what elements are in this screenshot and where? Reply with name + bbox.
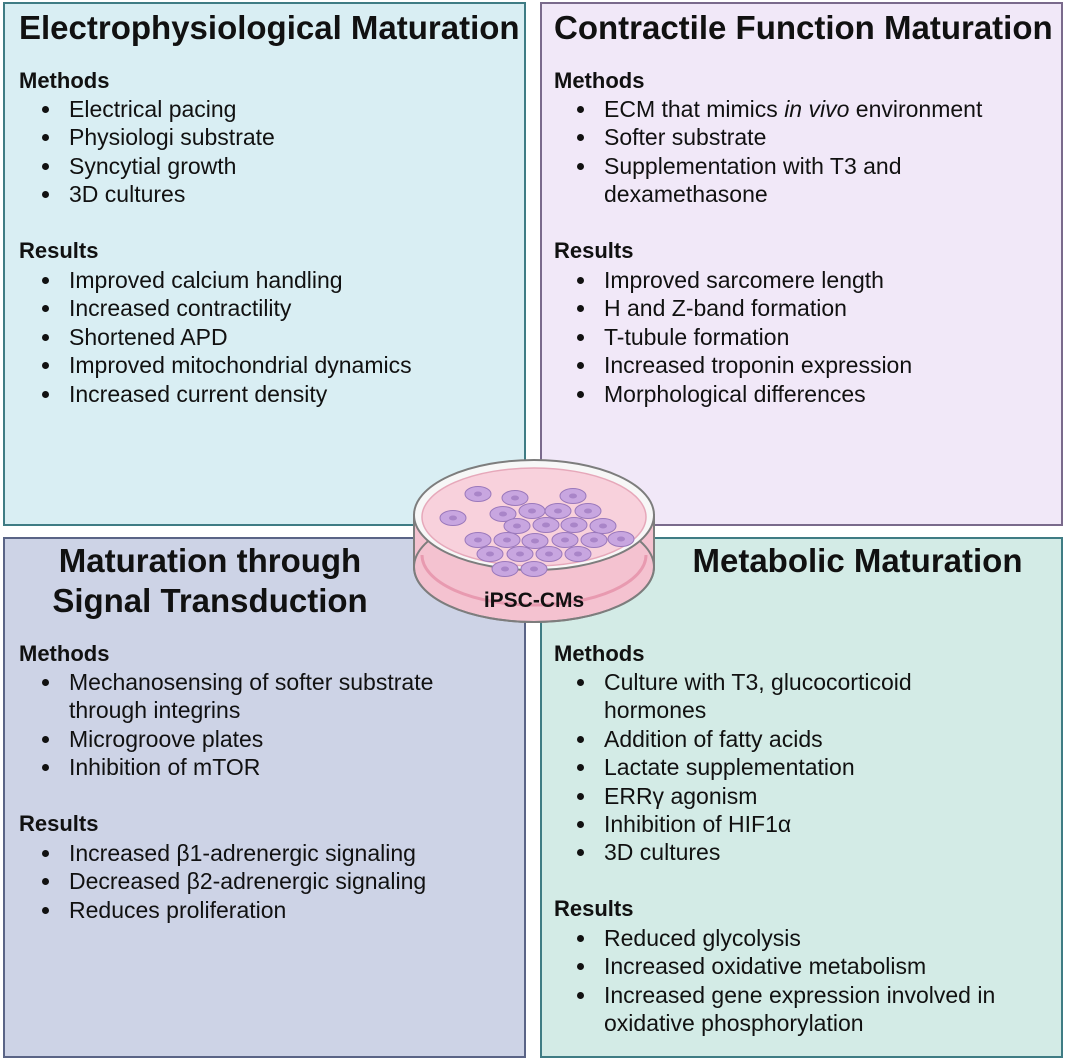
list-item: Improved sarcomere length [554,266,1054,294]
cell-cluster [439,486,635,577]
list-item: Electrical pacing [19,95,519,123]
cell-nucleus [542,522,550,528]
list-item: Lactate supplementation [554,753,984,781]
results-list: Improved calcium handling Increased cont… [19,266,519,408]
cell-nucleus [530,566,538,572]
list-item: Addition of fatty acids [554,725,984,753]
list-item: Decreased β2-adrenergic signaling [19,867,519,895]
methods-label: Methods [554,68,645,93]
cell-nucleus [570,522,578,528]
list-item: Reduces proliferation [19,896,519,924]
list-item: Increased oxidative metabolism [554,952,1054,980]
list-item: Inhibition of mTOR [19,753,489,781]
cell-nucleus [528,508,536,514]
cell-nucleus [499,511,507,517]
list-item: Improved mitochondrial dynamics [19,351,519,379]
cell-nucleus [574,551,582,557]
methods-label: Methods [554,641,645,666]
cell-nucleus [599,523,607,529]
cell-nucleus [531,538,539,544]
panel-electrophysiological-maturation: Electrophysiological Maturation Methods … [3,2,526,526]
panel-title-line1: Maturation through [58,542,362,579]
cell-nucleus [513,523,521,529]
petri-dish-icon [413,459,655,623]
results-list: Increased β1-adrenergic signaling Decrea… [19,839,519,924]
results-label: Results [19,238,99,263]
panel-contractile-function-maturation: Contractile Function Maturation Methods … [540,2,1063,526]
results-list: Improved sarcomere length H and Z-band f… [554,266,1054,408]
methods-list: Culture with T3, glucocorticoid hormones… [554,668,984,867]
panel-title-line2: Signal Transduction [52,582,368,619]
cell-nucleus [545,551,553,557]
cell-nucleus [516,551,524,557]
petri-dish: iPSC-CMs [408,455,660,625]
methods-label: Methods [19,641,110,666]
list-item: ERRγ agonism [554,782,984,810]
panel-signal-transduction-maturation: Maturation through Signal Transduction M… [3,537,526,1058]
methods-label: Methods [19,68,110,93]
list-item: T-tubule formation [554,323,1054,351]
list-item: Softer substrate [554,123,969,151]
cell-nucleus [474,491,482,497]
list-item: Supplementation with T3 and dexamethason… [554,152,969,209]
list-item: Increased contractility [19,294,519,322]
list-item: 3D cultures [554,838,984,866]
panel-metabolic-maturation: Metabolic Maturation Methods Culture wit… [540,537,1063,1058]
list-item: ECM that mimics in vivo environment [554,95,982,123]
methods-list: Mechanosensing of softer substrate throu… [19,668,489,782]
list-item: Inhibition of HIF1α [554,810,984,838]
cell-nucleus [449,515,457,521]
cell-nucleus [554,508,562,514]
cell-nucleus [561,537,569,543]
cell-nucleus [584,508,592,514]
cell-nucleus [590,537,598,543]
list-item: Improved calcium handling [19,266,519,294]
list-item: Shortened APD [19,323,519,351]
cell-nucleus [617,536,625,542]
list-item: Increased β1-adrenergic signaling [19,839,519,867]
list-item: 3D cultures [19,180,519,208]
list-item: H and Z-band formation [554,294,1054,322]
list-item: Reduced glycolysis [554,924,1054,952]
list-item: Physiologi substrate [19,123,519,151]
list-item: Culture with T3, glucocorticoid hormones [554,668,984,725]
list-item: Increased current density [19,380,519,408]
list-item: Increased troponin expression [554,351,1054,379]
results-label: Results [19,811,99,836]
methods-list: Electrical pacing Physiologi substrate S… [19,95,519,209]
list-item: Mechanosensing of softer substrate throu… [19,668,489,725]
results-label: Results [554,896,634,921]
cell-nucleus [474,537,482,543]
list-item: Microgroove plates [19,725,489,753]
methods-list: ECM that mimics in vivo environment Soft… [554,95,982,209]
results-label: Results [554,238,634,263]
cell-nucleus [511,495,519,501]
panel-title: Metabolic Maturation [692,542,1023,579]
cell-nucleus [503,537,511,543]
panel-title: Contractile Function Maturation [554,9,1053,46]
list-item: Increased gene expression involved in ox… [554,981,1054,1038]
dish-label: iPSC-CMs [483,589,585,612]
cell-nucleus [569,493,577,499]
list-item: Morphological differences [554,380,1054,408]
results-list: Reduced glycolysis Increased oxidative m… [554,924,1054,1038]
panel-title: Electrophysiological Maturation [19,9,520,46]
list-item: Syncytial growth [19,152,519,180]
cell-nucleus [486,551,494,557]
cell-nucleus [501,566,509,572]
